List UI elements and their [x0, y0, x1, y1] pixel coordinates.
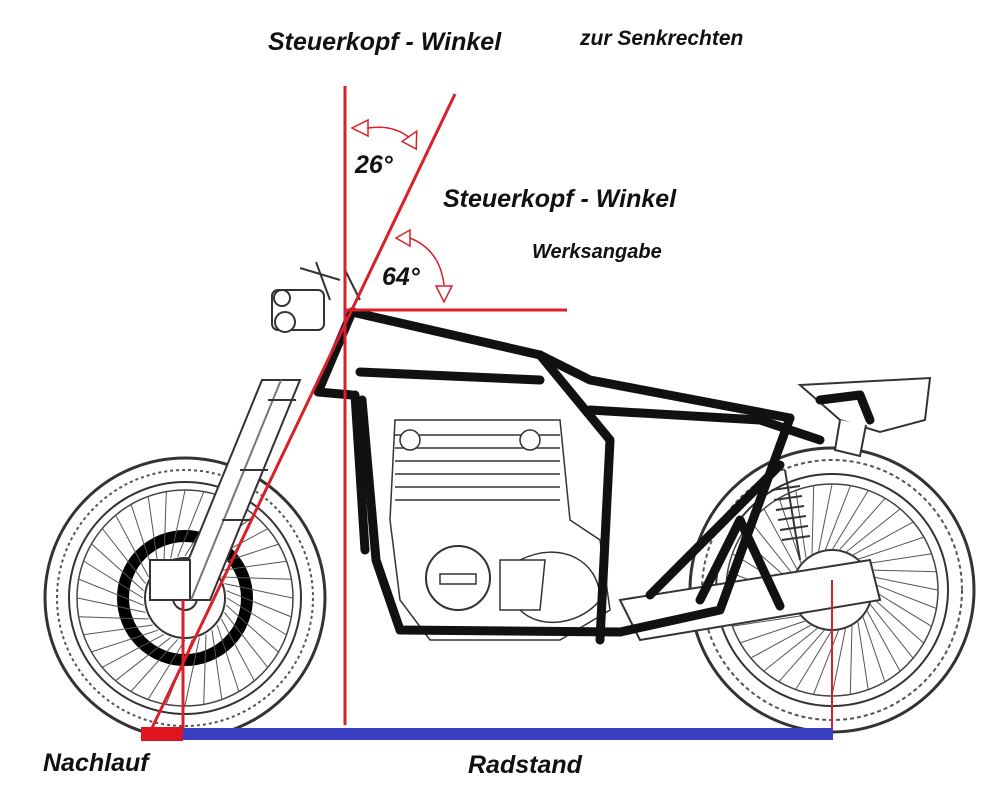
- wheel-spoke: [862, 553, 932, 565]
- wheel-spoke: [147, 639, 186, 700]
- wheel-spoke: [869, 603, 914, 659]
- wheel-spoke: [101, 633, 165, 668]
- wheel-spoke: [115, 637, 171, 682]
- wheel-spoke: [862, 615, 886, 682]
- engine: [389, 419, 611, 641]
- wheel-spoke: [224, 612, 269, 668]
- angle-factory-subtitle: Werksangabe: [532, 241, 662, 263]
- wheel-spoke: [76, 597, 146, 613]
- wheel-spoke: [849, 624, 853, 695]
- wheel-spoke: [91, 543, 144, 592]
- steering-axis-line: [150, 93, 457, 729]
- frame: [313, 307, 875, 645]
- wheel-spoke: [866, 609, 901, 672]
- geometry-lines: [150, 86, 833, 729]
- wheel-spoke: [177, 491, 205, 557]
- wheel-spoke: [871, 596, 925, 644]
- wheel-spoke: [226, 590, 292, 618]
- wheel-spoke: [130, 639, 179, 692]
- wheel-spoke: [83, 560, 144, 599]
- front-fork: [149, 261, 361, 601]
- wheel-spoke: [845, 508, 901, 553]
- angle-horizontal-label: 64°: [382, 263, 421, 291]
- wheel-spoke: [211, 630, 223, 700]
- wheel-spoke: [147, 496, 159, 566]
- wheel-spoke: [857, 620, 869, 690]
- wheel-spoke: [871, 589, 932, 627]
- angle-arc-horizontal: [394, 228, 454, 304]
- wheel-spoke: [831, 627, 847, 697]
- wheel-spoke: [216, 624, 240, 692]
- wheel-spoke: [91, 629, 159, 653]
- brake-caliper: [149, 559, 191, 601]
- wheel-spoke: [838, 497, 886, 551]
- wheel-spoke: [226, 604, 279, 653]
- trail-bar: [141, 727, 183, 741]
- angle-factory-title: Steuerkopf - Winkel: [443, 185, 677, 213]
- wheel-spoke: [831, 490, 869, 551]
- wheel-spoke: [163, 491, 167, 562]
- wheel-spoke: [203, 634, 207, 705]
- wheel-spoke: [115, 514, 150, 578]
- wheel-spoke: [813, 629, 840, 695]
- wheel-spoke: [763, 508, 798, 571]
- wheel-spoke: [101, 528, 146, 584]
- title-main: Steuerkopf - Winkel: [268, 28, 502, 56]
- wheel-spoke: [184, 637, 200, 707]
- wheel-spoke: [78, 616, 149, 620]
- wheel-spoke: [170, 489, 186, 559]
- rear-shock: [771, 469, 811, 561]
- angle-arc-vertical: [350, 118, 418, 151]
- wheel-spoke: [732, 615, 802, 627]
- trail-label: Nachlauf: [43, 749, 151, 777]
- wheel-spoke: [220, 618, 255, 682]
- wheel-spoke: [795, 490, 807, 560]
- title-suffix: zur Senkrechten: [579, 27, 743, 50]
- wheel-spoke: [811, 485, 815, 556]
- wheel-spoke: [824, 485, 851, 551]
- wheel-spoke: [869, 575, 939, 591]
- wheel-spoke: [221, 576, 292, 580]
- wheel-spoke: [817, 483, 833, 553]
- wheel-spoke: [226, 597, 287, 636]
- wheel-spoke: [778, 629, 826, 683]
- wheel-spoke: [224, 583, 294, 599]
- wheel-spoke: [78, 578, 144, 606]
- wheelbase-label: Radstand: [468, 751, 583, 779]
- wheel-spoke: [740, 620, 807, 644]
- wheel-spoke: [857, 536, 924, 560]
- motorcycle-drawing: [43, 261, 976, 740]
- wheel-spoke: [763, 627, 819, 672]
- wheel-spoke: [795, 629, 833, 690]
- wheel-spoke: [750, 624, 813, 659]
- wheel-spoke: [871, 582, 937, 609]
- wheel-spoke: [83, 624, 153, 636]
- wheel-spoke: [851, 521, 914, 556]
- wheelbase-bar: [183, 728, 833, 740]
- wheel-spoke: [750, 521, 795, 577]
- angle-vertical-label: 26°: [354, 151, 394, 179]
- wheel-spoke: [866, 569, 937, 573]
